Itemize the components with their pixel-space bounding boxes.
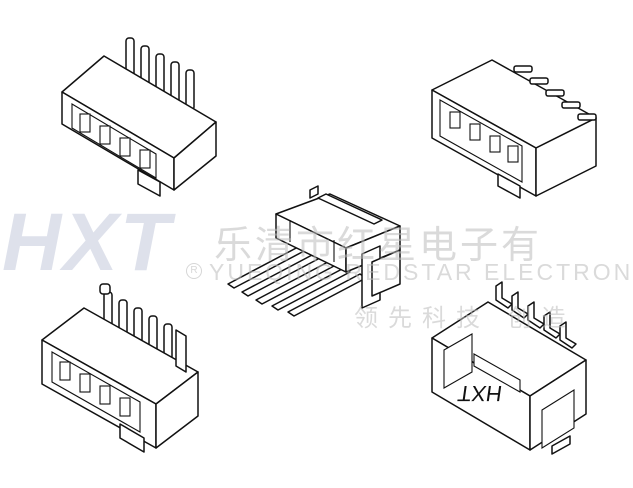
watermark-company-en: YUEQING REDSTAR ELECTRONIC — [209, 259, 633, 285]
watermark-company-cn: 乐清市红星电子有 — [214, 223, 543, 267]
connector-bottom-left — [41, 283, 199, 453]
pins-bottom-right — [495, 281, 577, 349]
connector-top-right — [431, 59, 597, 199]
watermark-tagline: 领先科技 创造 — [354, 304, 576, 332]
product-marking: HXT — [456, 381, 504, 406]
connector-top-left — [61, 37, 217, 197]
registered-mark-icon: R — [186, 263, 202, 279]
watermark-logo: HXT — [2, 197, 172, 288]
pins-center — [227, 245, 367, 317]
pins-top-right — [513, 65, 597, 121]
connector-bottom-right — [431, 281, 587, 455]
connector-center — [227, 185, 401, 317]
